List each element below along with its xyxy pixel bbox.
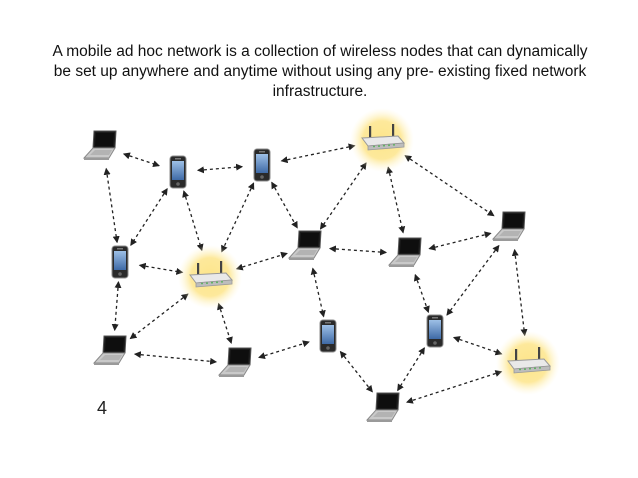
link-P5-R3 (452, 336, 503, 356)
link-P4-L7 (339, 350, 373, 393)
link-R1-L3 (386, 166, 406, 234)
router-node-R2 (178, 245, 242, 309)
link-R2-L5 (129, 293, 189, 340)
link-L3-P5 (413, 273, 430, 314)
phone-node-P2 (253, 148, 271, 182)
router-node-R1 (350, 108, 414, 172)
link-R1-L2 (319, 162, 367, 230)
laptop-node-L2 (287, 230, 322, 260)
laptop-node-L3 (387, 237, 422, 267)
link-P2-R1 (280, 143, 356, 164)
link-P2-R2 (221, 182, 255, 253)
slide-number: 4 (97, 398, 108, 418)
slide-caption: A mobile ad hoc network is a collection … (30, 42, 610, 102)
link-L2-L3 (328, 245, 388, 256)
link-P1-P2 (196, 163, 244, 174)
link-R1-L4 (404, 155, 495, 217)
link-R2-L2 (235, 251, 288, 271)
caption-line-3: infrastructure. (272, 83, 368, 100)
link-P2-L2 (271, 181, 298, 229)
caption-line-2: be set up anywhere and anytime without u… (53, 63, 587, 80)
caption-line-1: A mobile ad hoc network is a collection … (52, 43, 588, 60)
laptop-node-L1 (82, 130, 117, 160)
link-R2-L6 (217, 302, 233, 345)
phone-node-P1 (169, 155, 187, 189)
laptop-node-L6 (217, 347, 252, 377)
laptop-node-L7 (365, 392, 400, 422)
link-P3-L5 (111, 280, 122, 332)
link-P5-L7 (397, 347, 425, 392)
phone-node-P5 (426, 314, 444, 348)
link-L5-L6 (133, 351, 218, 365)
link-layer (103, 143, 528, 404)
link-L1-P1 (122, 152, 160, 168)
router-node-R3 (496, 331, 560, 395)
link-P1-P3 (130, 187, 168, 247)
link-P1-R2 (182, 190, 204, 252)
link-L4-P5 (446, 244, 500, 316)
phone-node-P3 (111, 245, 129, 279)
laptop-node-L4 (491, 211, 526, 241)
node-layer (82, 108, 560, 422)
link-L6-P4 (258, 340, 310, 360)
link-L3-L4 (428, 231, 492, 251)
link-L1-P3 (103, 167, 120, 244)
link-P3-R2 (138, 262, 184, 275)
link-L2-P4 (310, 267, 326, 318)
laptop-node-L5 (92, 335, 127, 365)
link-R3-L7 (405, 370, 503, 404)
phone-node-P4 (319, 319, 337, 353)
link-L4-R3 (511, 248, 528, 337)
